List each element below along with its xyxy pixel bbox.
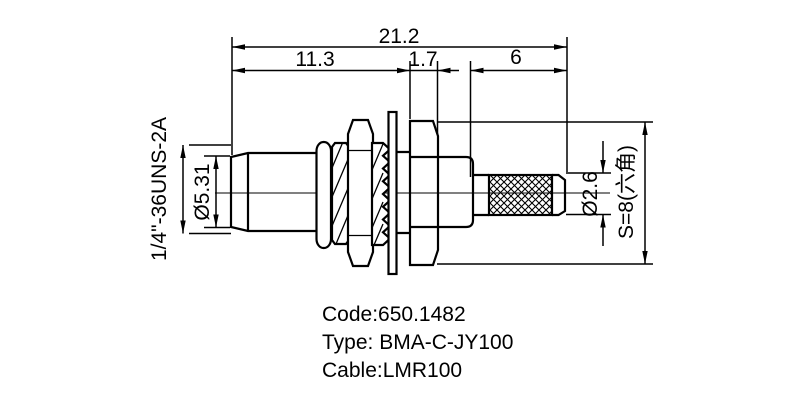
note-code: Code:650.1482 bbox=[322, 303, 466, 326]
dim-front-label: 11.3 bbox=[295, 48, 334, 71]
dim-crimp-length-label: 6 bbox=[510, 46, 522, 69]
dim-front-diameter: Ø5.31 bbox=[191, 155, 230, 229]
dim-crimp-length: 6 bbox=[470, 46, 567, 74]
dim-hex-size: S=8(六角) bbox=[437, 121, 653, 265]
dim-panel-label: 1.7 bbox=[408, 48, 437, 71]
dim-panel-thickness: 1.7 bbox=[408, 48, 459, 74]
knurled-ferrule bbox=[487, 173, 567, 217]
rear-body bbox=[410, 155, 475, 229]
dim-crimp-diameter: Ø2.6 bbox=[566, 141, 611, 246]
panel-plate bbox=[387, 110, 398, 276]
dim-overall-length: 21.2 bbox=[232, 25, 567, 50]
note-type: Type: BMA-C-JY100 bbox=[322, 331, 513, 354]
panel-nut bbox=[346, 118, 375, 268]
crimp-sleeve bbox=[473, 173, 489, 217]
crimp-diameter-label: Ø2.6 bbox=[579, 171, 602, 217]
front-barrel bbox=[229, 151, 317, 233]
rear-neck bbox=[396, 150, 410, 235]
dim-thread-spec: 1/4"-36UNS-2A bbox=[148, 117, 231, 261]
note-cable: Cable:LMR100 bbox=[322, 359, 462, 382]
gasket-ring bbox=[315, 140, 333, 250]
thread-spec-label: 1/4"-36UNS-2A bbox=[148, 117, 171, 261]
drawing-notes: Code:650.1482 Type: BMA-C-JY100 Cable:LM… bbox=[322, 303, 513, 382]
front-diameter-label: Ø5.31 bbox=[191, 163, 214, 220]
rear-hex bbox=[408, 119, 440, 267]
hex-size-label: S=8(六角) bbox=[615, 145, 638, 239]
spring-washer bbox=[330, 141, 351, 246]
dim-overall-label: 21.2 bbox=[379, 25, 420, 48]
dim-front-length: 11.3 bbox=[232, 48, 410, 74]
